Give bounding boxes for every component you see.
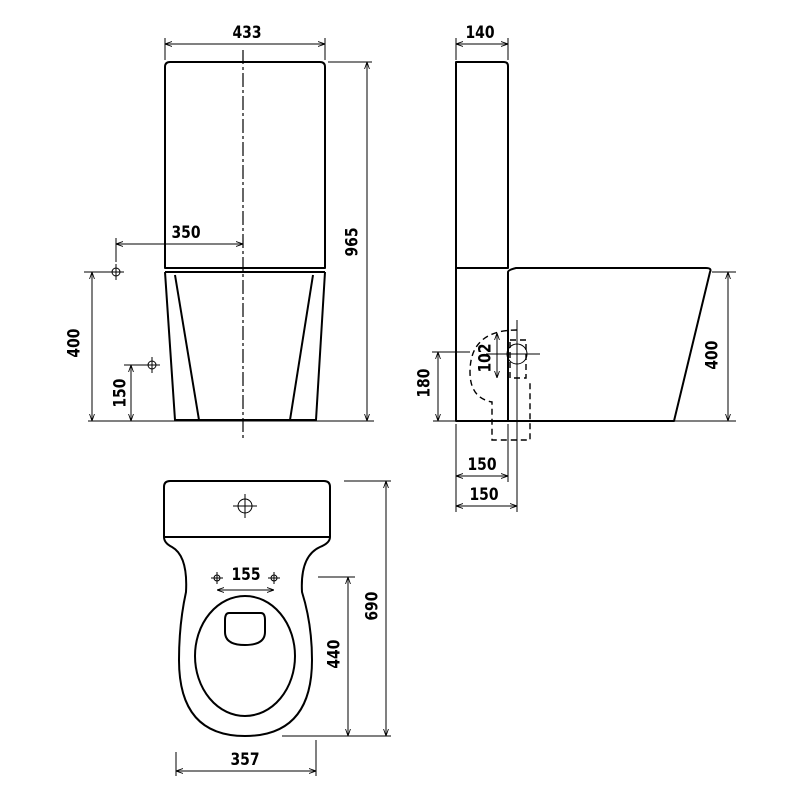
front-height-label: 965 [342, 227, 362, 256]
top-bowl-length-label: 440 [324, 639, 344, 668]
front-cistern-outline [164, 61, 326, 269]
left-fixing-hole-icon [211, 572, 223, 584]
side-outlet-dia-label: 102 [475, 343, 495, 372]
top-seat-opening [194, 595, 296, 717]
top-bowl-drain [224, 612, 266, 646]
top-outline [163, 480, 331, 737]
supply-crosshair-icon [144, 357, 160, 373]
front-pedestal-left-groove [174, 274, 200, 421]
side-cistern-outline [455, 61, 509, 269]
side-outlet-hidden-outline [469, 329, 531, 441]
side-depth-label: 140 [465, 23, 494, 43]
side-offset-b-label: 150 [469, 485, 498, 505]
front-view: 433 965 350 400 150 [64, 23, 374, 438]
front-inlet-height-label: 400 [64, 328, 84, 357]
right-fixing-hole-icon [268, 572, 280, 584]
side-outlet-hidden-inner [509, 339, 527, 379]
side-view: 140 180 102 400 150 150 [414, 23, 736, 512]
side-offset-a-label: 150 [467, 455, 496, 475]
top-view: 155 690 440 357 [163, 480, 391, 776]
top-fixing-spacing-label: 155 [231, 565, 260, 585]
water-inlet-crosshair-icon [108, 264, 124, 280]
top-length-label: 690 [362, 591, 382, 620]
flush-button-icon [233, 494, 257, 518]
side-outlet-circle-icon [506, 343, 528, 365]
side-outlet-height-label: 180 [414, 368, 434, 397]
side-body-outline [455, 267, 712, 422]
front-pedestal-outline [164, 271, 326, 421]
side-bowl-height-label: 400 [702, 340, 722, 369]
front-pedestal-right-groove [289, 274, 314, 421]
front-offset-label: 350 [171, 223, 200, 243]
front-supply-height-label: 150 [110, 378, 130, 407]
front-width-label: 433 [232, 23, 261, 43]
top-width-label: 357 [230, 750, 259, 770]
